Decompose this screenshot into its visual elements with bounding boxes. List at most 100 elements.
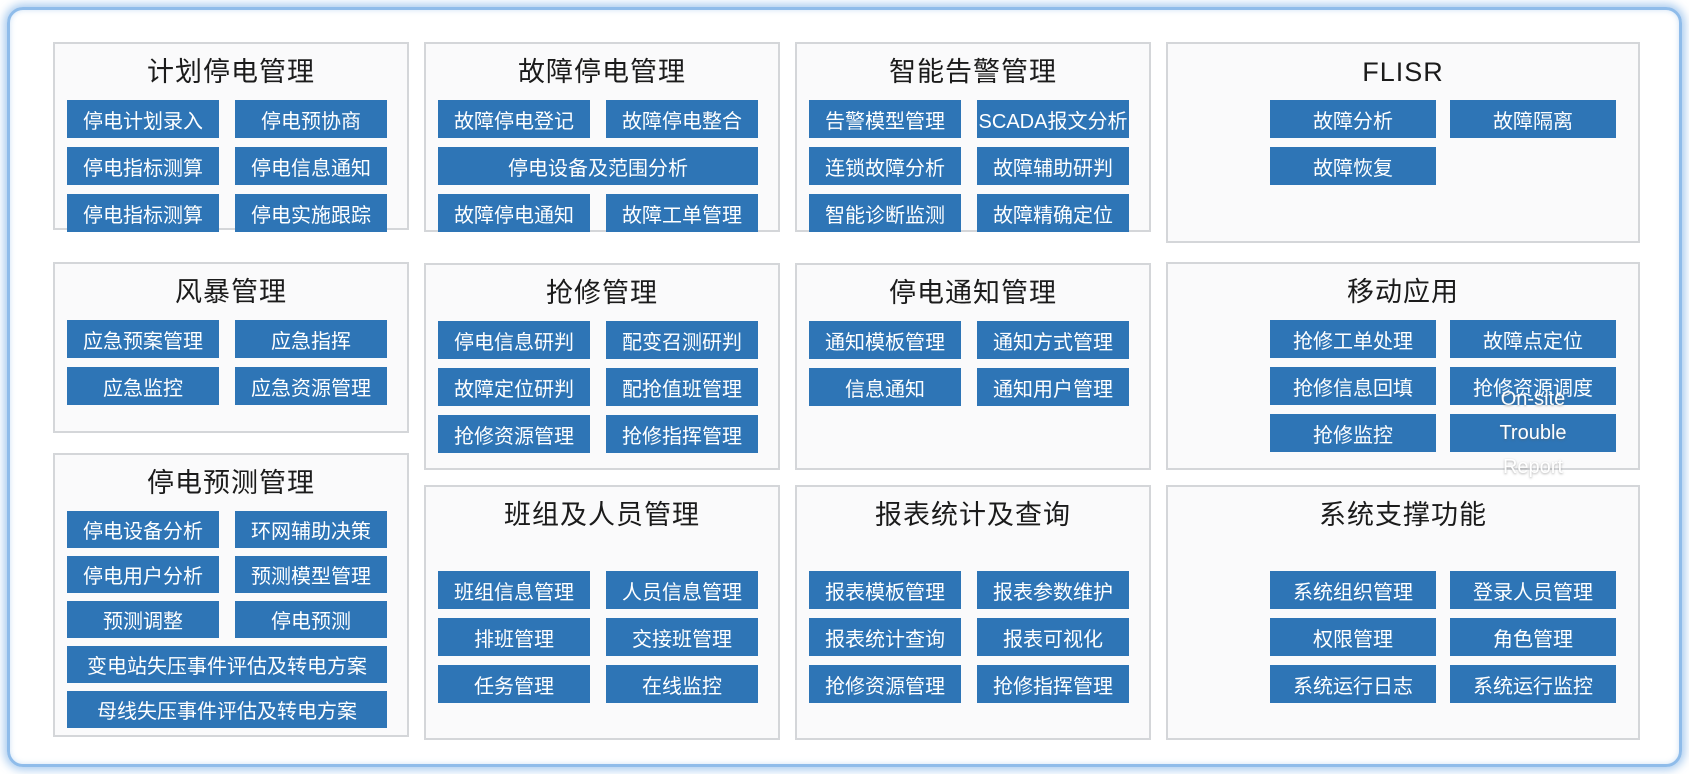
module-button[interactable]: 抢修指挥管理	[606, 415, 758, 453]
module-button-label: 抢修工单处理	[1293, 330, 1413, 353]
module-button[interactable]: 系统运行监控	[1450, 665, 1616, 703]
module-button[interactable]: 停电信息研判	[438, 321, 590, 359]
module-button-grid: 故障停电登记故障停电整合停电设备及范围分析故障停电通知故障工单管理	[438, 100, 766, 232]
module-button[interactable]: 故障分析	[1270, 100, 1436, 138]
panel-title: 班组及人员管理	[504, 500, 700, 530]
module-button[interactable]: 应急资源管理	[235, 367, 387, 405]
module-button-label: 应急资源管理	[251, 377, 371, 400]
module-button[interactable]: 故障恢复	[1270, 147, 1436, 185]
module-button-label: 在线监控	[642, 675, 722, 698]
module-button[interactable]: 连锁故障分析	[809, 147, 961, 185]
module-button[interactable]: 通知用户管理	[977, 368, 1129, 406]
module-button[interactable]: 人员信息管理	[606, 571, 758, 609]
panel-outage-notification-management: 停电通知管理通知模板管理 通知方式管理信息通知通知用户管理	[795, 263, 1151, 470]
module-button[interactable]: 抢修资源管理	[438, 415, 590, 453]
module-button[interactable]: 抢修监控	[1270, 414, 1436, 452]
module-button[interactable]: 预测调整	[67, 601, 219, 638]
module-button[interactable]: 故障精确定位	[977, 194, 1129, 232]
module-button[interactable]: 停电计划录入	[67, 100, 219, 138]
column-2: 故障停电管理故障停电登记故障停电整合停电设备及范围分析故障停电通知故障工单管理抢…	[424, 42, 780, 740]
module-button[interactable]: 预测模型管理	[235, 556, 387, 593]
module-button[interactable]: 故障点定位	[1450, 320, 1616, 358]
module-button[interactable]: 故障停电通知	[438, 194, 590, 232]
module-button-grid: 系统组织管理登录人员管理权限管理角色管理系统运行日志系统运行监控	[1270, 571, 1626, 703]
module-button[interactable]: 配抢值班管理	[606, 368, 758, 406]
module-button[interactable]: 信息通知	[809, 368, 961, 406]
module-button[interactable]: 母线失压事件评估及转电方案	[67, 691, 387, 728]
module-button[interactable]: 故障工单管理	[606, 194, 758, 232]
module-button[interactable]: 停电指标测算	[67, 194, 219, 232]
module-button[interactable]: 停电信息通知	[235, 147, 387, 185]
module-button-grid: 故障分析故障隔离故障恢复	[1270, 100, 1626, 185]
module-button-label: 抢修信息回填	[1293, 377, 1413, 400]
panel-title: 抢修管理	[546, 278, 658, 308]
module-button-label: 停电设备及范围分析	[508, 157, 688, 180]
module-button[interactable]: 班组信息管理	[438, 571, 590, 609]
module-button[interactable]: 故障停电登记	[438, 100, 590, 138]
module-button[interactable]: 在线监控	[606, 665, 758, 703]
module-button[interactable]: 停电设备分析	[67, 511, 219, 548]
panel-title: 停电预测管理	[147, 468, 315, 498]
module-button[interactable]: 环网辅助决策	[235, 511, 387, 548]
module-button[interactable]: 停电预测	[235, 601, 387, 638]
module-button[interactable]: 任务管理	[438, 665, 590, 703]
module-button[interactable]: 通知模板管理	[809, 321, 961, 359]
module-button[interactable]: 配变召测研判	[606, 321, 758, 359]
module-button[interactable]: 权限管理	[1270, 618, 1436, 656]
module-button[interactable]: 停电设备及范围分析	[438, 147, 758, 185]
module-button[interactable]: 智能诊断监测	[809, 194, 961, 232]
module-button[interactable]: 故障辅助研判	[977, 147, 1129, 185]
module-button[interactable]: 抢修工单处理	[1270, 320, 1436, 358]
module-button-label: 停电设备分析	[83, 521, 203, 543]
module-button[interactable]: 故障停电整合	[606, 100, 758, 138]
module-button[interactable]: 停电指标测算	[67, 147, 219, 185]
module-button[interactable]: 故障定位研判	[438, 368, 590, 406]
module-button[interactable]: 报表统计查询	[809, 618, 961, 656]
module-button[interactable]: 停电实施跟踪	[235, 194, 387, 232]
module-button[interactable]: 抢修信息回填	[1270, 367, 1436, 405]
module-button[interactable]: 交接班管理	[606, 618, 758, 656]
module-button[interactable]: 抢修资源管理	[809, 665, 961, 703]
module-button[interactable]: 通知方式管理	[977, 321, 1129, 359]
module-button-label: 停电信息研判	[454, 331, 574, 354]
module-button[interactable]: 告警模型管理	[809, 100, 961, 138]
panel-title: 停电通知管理	[889, 278, 1057, 308]
module-button[interactable]: 停电用户分析	[67, 556, 219, 593]
module-button-label: 故障恢复	[1313, 157, 1393, 180]
module-button[interactable]: 应急指挥	[235, 320, 387, 358]
module-button-label: 故障辅助研判	[993, 157, 1113, 180]
module-button-label: 通知方式管理	[993, 331, 1113, 354]
module-button-label: 配变召测研判	[622, 331, 742, 354]
module-button-label: 停电实施跟踪	[251, 204, 371, 227]
panel-outage-forecast-management: 停电预测管理停电设备分析 环网辅助决策停电用户分析预测模型管理预测调整停电预测变电…	[53, 453, 409, 737]
module-button-label: 母线失压事件评估及转电方案	[97, 701, 357, 723]
module-button[interactable]: 抢修指挥管理	[977, 665, 1129, 703]
module-button-label: 应急预案管理	[83, 330, 203, 353]
module-button-label: 抢修监控	[1313, 424, 1393, 447]
module-button[interactable]: SCADA报文分析	[977, 100, 1129, 138]
column-1: 计划停电管理停电计划录入停电预协商停电指标测算停电信息通知停电指标测算停电实施跟…	[53, 42, 409, 740]
module-button[interactable]: 系统组织管理	[1270, 571, 1436, 609]
on-site-trouble-report-button[interactable]: On-site Trouble Report	[1450, 388, 1616, 478]
module-button[interactable]: 应急监控	[67, 367, 219, 405]
module-button[interactable]: 报表模板管理	[809, 571, 961, 609]
panel-title: 故障停电管理	[518, 57, 686, 87]
module-button[interactable]: 故障隔离	[1450, 100, 1616, 138]
module-button-label: 应急指挥	[271, 330, 351, 353]
module-button[interactable]: 排班管理	[438, 618, 590, 656]
module-button[interactable]: 系统运行日志	[1270, 665, 1436, 703]
module-button[interactable]: 停电预协商	[235, 100, 387, 138]
module-button-label: 停电计划录入	[83, 110, 203, 133]
module-button[interactable]: 变电站失压事件评估及转电方案	[67, 646, 387, 683]
module-button[interactable]: 登录人员管理	[1450, 571, 1616, 609]
module-button[interactable]: 角色管理	[1450, 618, 1616, 656]
module-button[interactable]: 报表可视化	[977, 618, 1129, 656]
module-button[interactable]: 抢修资源调度	[1450, 367, 1616, 405]
module-button-label: 智能诊断监测	[825, 204, 945, 227]
module-button[interactable]: 报表参数维护	[977, 571, 1129, 609]
module-button-grid: 报表模板管理报表参数维护报表统计查询报表可视化抢修资源管理抢修指挥管理	[809, 571, 1137, 703]
module-button[interactable]: 应急预案管理	[67, 320, 219, 358]
